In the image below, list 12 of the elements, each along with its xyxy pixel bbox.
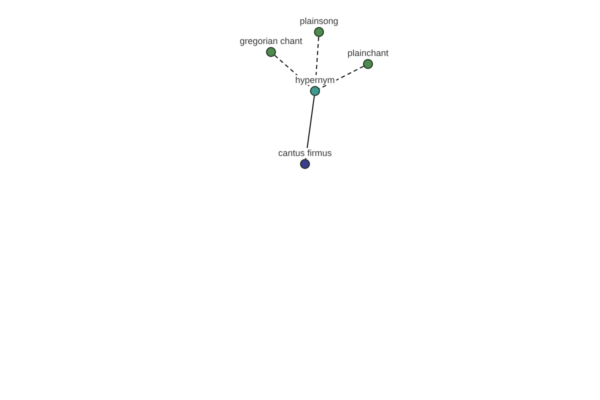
node-label: cantus firmus [277, 148, 333, 158]
node-label: plainsong [298, 16, 340, 26]
dashed-line [274, 54, 312, 88]
dashed-line [318, 66, 364, 90]
node-label: gregorian chant [238, 36, 304, 46]
node-label: plainchant [346, 48, 390, 58]
node-circle [314, 27, 324, 37]
node-circle [266, 47, 276, 57]
node-circle [363, 59, 373, 69]
node-circle [310, 86, 320, 96]
node-circle [300, 159, 310, 169]
node-label: hypernym [294, 75, 336, 85]
